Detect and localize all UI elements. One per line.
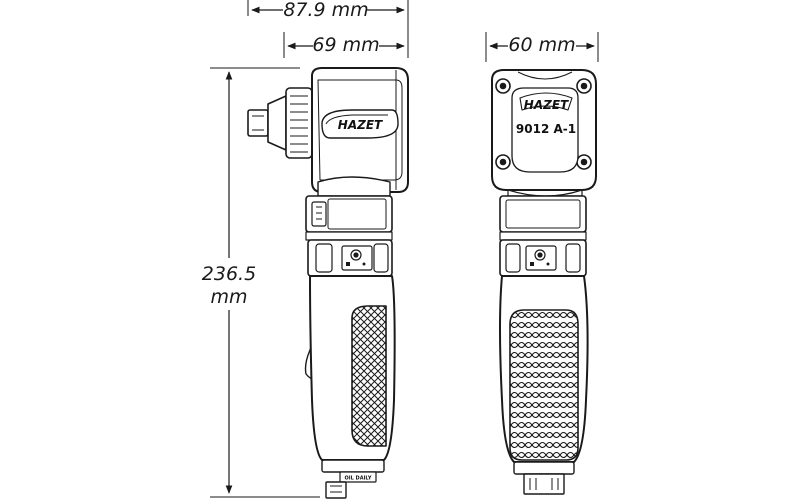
square-drive: [247, 109, 269, 137]
dimension-head-width: 69 mm: [283, 32, 405, 58]
front-brand-label: HAZET 9012 A-1: [516, 92, 576, 136]
side-brand-logo: HAZET: [338, 118, 383, 132]
front-bolts: [495, 78, 592, 170]
dimension-label-front-width: 60 mm: [508, 34, 575, 56]
front-brand-logo: HAZET: [524, 98, 569, 112]
model-number: 9012 A-1: [516, 122, 576, 136]
dimension-height: 236.5 mm: [198, 67, 320, 498]
switch-label: OIL DAILY: [345, 476, 372, 482]
front-view: HAZET 9012 A-1: [491, 69, 597, 495]
dimension-label-height-value: 236.5: [202, 263, 256, 285]
dimension-label-head-width: 69 mm: [312, 34, 379, 56]
dimension-label-overall-length: 87.9 mm: [283, 0, 368, 21]
dimension-overall-length: 87.9 mm: [247, 0, 409, 58]
side-view: HAZET OIL DAILY: [247, 67, 409, 499]
dimension-label-height-unit: mm: [210, 286, 247, 308]
side-brand-badge: HAZET: [321, 109, 399, 139]
dimension-front-width: 60 mm: [485, 32, 599, 62]
